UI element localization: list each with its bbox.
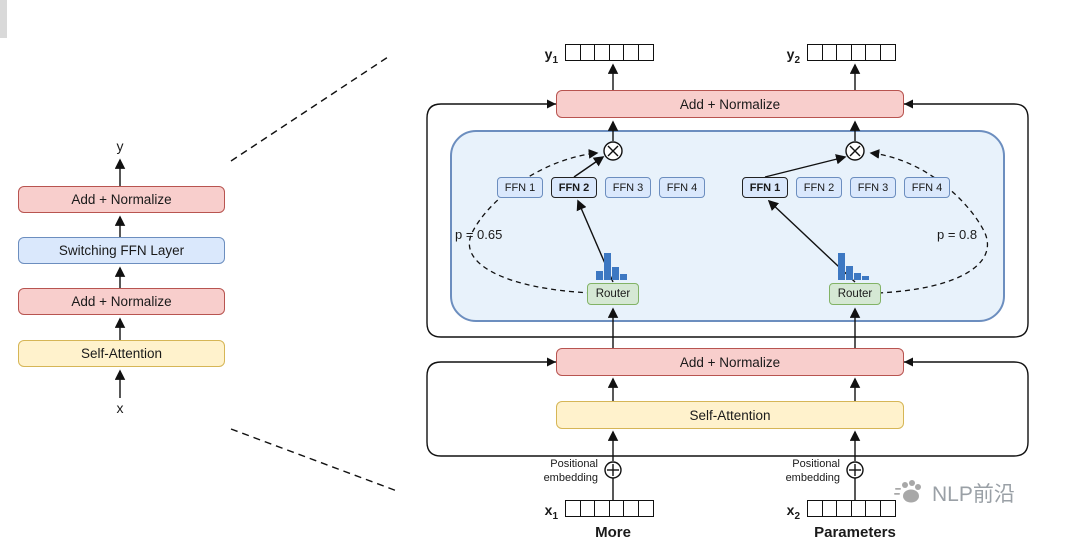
left-input-label: x [116,400,124,416]
positional-line1: Positional [550,458,598,470]
y2-token-strip [807,44,897,61]
left-addnorm-top-box: Add + Normalize [18,186,225,213]
caption-parameters: Parameters [814,524,896,541]
self-attention-box: Self-Attention [556,401,904,429]
watermark-text: NLP前沿 [932,483,1015,506]
y1-sub: 1 [552,54,558,66]
router-right-box: Router [829,283,881,305]
x2-token-strip [807,500,897,517]
paw-icon [894,480,921,503]
y2-label: y2 [772,46,800,66]
gate-probability-right: p = 0.8 [937,227,978,242]
x2-label: x2 [772,502,800,522]
x1-token-strip [565,500,655,517]
ffn-right-1-selected: FFN 1 [742,177,788,198]
positional-line2: embedding [543,472,598,485]
ffn-right-2: FFN 2 [796,177,842,198]
ffn-left-4: FFN 4 [659,177,705,198]
ffn-right-4: FFN 4 [904,177,950,198]
addnorm-top-box: Add + Normalize [556,90,904,118]
x2-sub: 2 [794,510,800,522]
x1-sub: 1 [552,510,558,522]
y2-sub: 2 [794,54,800,66]
ffn-left-1: FFN 1 [497,177,543,198]
watermark: NLP前沿 [893,478,1015,508]
ffn-left-3: FFN 3 [605,177,651,198]
positional-line1: Positional [792,458,840,470]
y1-token-strip [565,44,655,61]
y2-base: y [786,46,795,62]
x1-base: x [544,502,553,518]
left-switching-ffn-box: Switching FFN Layer [18,237,225,264]
caption-more: More [595,524,631,541]
zoom-dashed-lines [230,56,398,492]
gate-probability-left: p = 0.65 [455,227,503,242]
x2-base: x [786,502,795,518]
left-output-label: y [116,138,124,154]
ffn-left-2-selected: FFN 2 [551,177,597,198]
router-histogram-left [596,246,627,280]
edge-artifact [0,0,7,38]
positional-embedding-label-right: Positional embedding [760,457,840,486]
ffn-right-3: FFN 3 [850,177,896,198]
addnorm-mid-box: Add + Normalize [556,348,904,376]
positional-line2: embedding [785,472,840,485]
switching-ffn-container [450,130,1005,322]
positional-embedding-label-left: Positional embedding [518,457,598,486]
router-left-box: Router [587,283,639,305]
left-addnorm-bottom-box: Add + Normalize [18,288,225,315]
router-histogram-right [838,246,869,280]
y1-label: y1 [530,46,558,66]
y1-base: y [544,46,553,62]
left-self-attention-box: Self-Attention [18,340,225,367]
x1-label: x1 [530,502,558,522]
